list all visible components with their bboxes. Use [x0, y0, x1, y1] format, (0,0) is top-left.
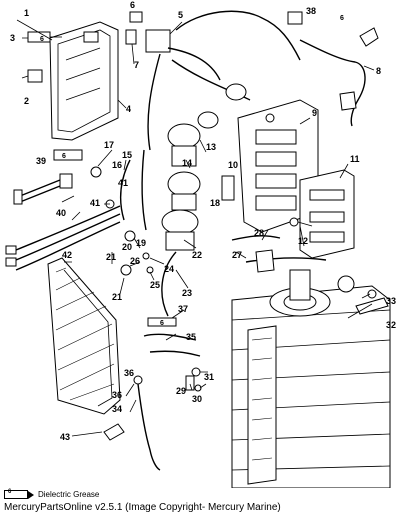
callout-label: 22 [192, 250, 202, 260]
grease-badge: 6 [160, 320, 164, 327]
callout-label: 39 [36, 156, 46, 166]
connector-part-6 [129, 11, 143, 23]
callout-label: 15 [122, 150, 132, 160]
callout-label: 8 [376, 66, 381, 76]
callout-label: 30 [192, 394, 202, 404]
callout-label: 37 [178, 304, 188, 314]
callout-label: 6 [130, 0, 135, 10]
callout-label: 33 [386, 296, 396, 306]
module-part-11 [299, 169, 355, 259]
callout-label: 7 [134, 60, 139, 70]
callout-label: 21 [106, 252, 116, 262]
grease-badge: 6 [62, 153, 66, 160]
boot-part-13 [197, 111, 219, 129]
callout-label: 21 [112, 292, 122, 302]
grease-badge: 6 [340, 15, 344, 22]
callout-label: 38 [306, 6, 316, 16]
callout-label: 12 [298, 236, 308, 246]
washer-part-30 [194, 384, 202, 392]
callout-label: 29 [176, 386, 186, 396]
plug-part-38 [287, 11, 303, 25]
callout-label: 19 [136, 238, 146, 248]
diagram-footer: 6 Dielectric Grease MercuryPartsOnline v… [0, 488, 400, 518]
callout-label: 18 [210, 198, 220, 208]
wire-harness-part-8 [299, 39, 366, 127]
callout-label: 41 [118, 178, 128, 188]
grease-badge: 6 [40, 36, 44, 43]
fitting-part-20 [124, 230, 136, 242]
callout-label: 27 [232, 250, 242, 260]
callout-label: 25 [150, 280, 160, 290]
legend: 6 Dielectric Grease [4, 489, 100, 499]
copyright-credit: MercuryPartsOnline v2.5.1 (Image Copyrig… [4, 502, 281, 513]
ignition-coil-part-14 [167, 123, 201, 211]
cover-plate-part [49, 21, 119, 141]
grease-badge: 6 [8, 489, 12, 495]
callout-label: 32 [386, 320, 396, 330]
washer-part-25 [146, 266, 154, 274]
callout-label: 14 [182, 158, 192, 168]
callout-label: 24 [164, 264, 174, 274]
wire-part-35 [149, 350, 201, 357]
callout-label: 1 [24, 8, 29, 18]
callout-label: 43 [60, 432, 70, 442]
callout-label: 10 [228, 160, 238, 170]
callout-label: 26 [130, 256, 140, 266]
ignition-coil-part-18 [161, 209, 199, 251]
cover-part-42 [47, 257, 121, 415]
wire-part-28 [231, 235, 281, 241]
callout-label: 40 [56, 208, 66, 218]
callout-label: 11 [350, 154, 360, 164]
fitting-part-17 [90, 166, 102, 178]
fitting-part-21 [120, 264, 132, 276]
harness-plug-part-5 [145, 29, 171, 53]
callout-label: 34 [112, 404, 122, 414]
callout-label: 42 [62, 250, 72, 260]
washer-part-31 [191, 367, 201, 377]
lead-part-34 [133, 375, 161, 471]
cap-part-10 [221, 175, 235, 201]
tube-tip-icon [28, 490, 34, 499]
callout-label: 41 [90, 198, 100, 208]
callout-label: 2 [24, 96, 29, 106]
label-part-2 [27, 69, 43, 83]
engine-block [231, 269, 391, 488]
wire-part-23 [161, 251, 177, 317]
callout-label: 3 [10, 33, 15, 43]
bolt-part-29 [185, 375, 195, 391]
connector-part-7 [125, 29, 137, 45]
callout-label: 31 [204, 372, 214, 382]
callout-label: 23 [182, 288, 192, 298]
legend-text: Dielectric Grease [38, 490, 100, 499]
cable-part-39 [13, 149, 83, 205]
bolt-part-43 [103, 423, 125, 441]
grease-tube-icon: 6 [4, 489, 28, 499]
callout-label: 17 [104, 140, 114, 150]
exploded-parts-diagram: 1 2 3 4 5 6 7 8 9 10 11 12 13 14 15 16 1… [5, 0, 396, 488]
wire-part-27 [245, 257, 327, 263]
switch-box-part-9 [237, 99, 319, 233]
callout-label: 9 [312, 108, 317, 118]
washer-part-24 [142, 252, 150, 260]
grease-tube-part-37 [147, 317, 177, 327]
callout-label: 35 [186, 332, 196, 342]
callout-label: 13 [206, 142, 216, 152]
callout-label: 4 [126, 104, 131, 114]
bolt-part-12 [289, 217, 313, 227]
callout-label: 36 [124, 368, 134, 378]
cable-part-40 [5, 205, 121, 271]
callout-label: 28 [254, 228, 264, 238]
callout-label: 5 [178, 10, 183, 20]
callout-label: 36 [112, 390, 122, 400]
callout-label: 20 [122, 242, 132, 252]
callout-label: 16 [112, 160, 122, 170]
